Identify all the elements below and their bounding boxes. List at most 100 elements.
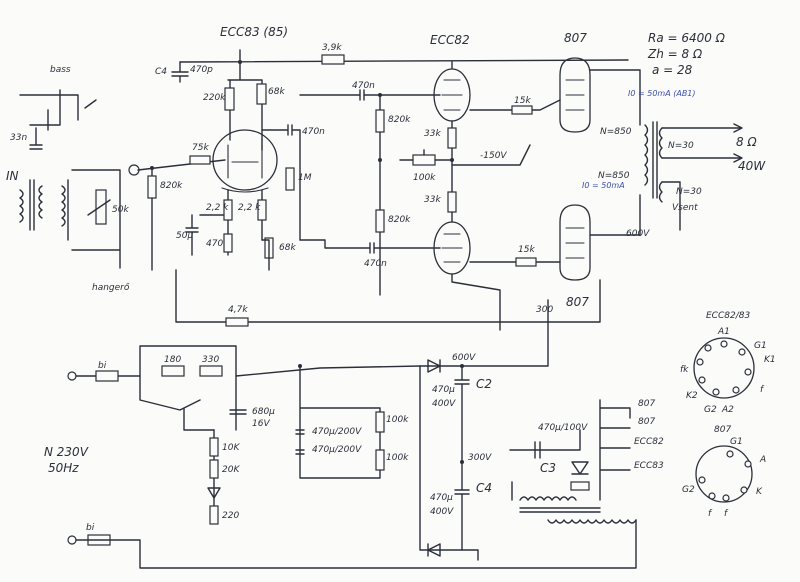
- resistor-20k: [209, 459, 219, 479]
- plate-load-wires: [227, 61, 263, 141]
- schematic-label: 330: [202, 355, 219, 365]
- mains-terminal-1: [67, 371, 77, 381]
- 807-bottom-electrodes: [565, 227, 585, 259]
- schematic-label: ECC82/83: [706, 311, 750, 321]
- schematic-label: 4,7k: [228, 305, 248, 315]
- schematic-label: 680µ: [252, 407, 275, 417]
- schematic-label: 10K: [222, 443, 240, 453]
- schematic-label: 807: [638, 417, 655, 427]
- heater-list-wires: [599, 399, 631, 501]
- volume-wires: [71, 169, 121, 269]
- spec-zh: Zh = 8 Ω: [647, 47, 703, 61]
- schematic-label: f: [708, 509, 713, 519]
- bplus-rail: [179, 59, 629, 63]
- schematic-label: K1: [764, 355, 776, 365]
- pinout-ecc-pins: [696, 340, 752, 396]
- tube-label-807-top: 807: [564, 31, 587, 45]
- schematic-label: 33n: [10, 133, 27, 143]
- resistor-33k-a: [447, 127, 457, 149]
- schematic-label: fk: [680, 365, 689, 375]
- resistor-1m: [285, 167, 295, 191]
- resistor-470: [223, 233, 233, 253]
- cap-50u: [185, 214, 199, 256]
- schematic-label: 220: [222, 511, 239, 521]
- tube-label-ecc83: ECC83 (85): [220, 25, 288, 39]
- cap-680u: [229, 409, 247, 415]
- schematic-label: Vsent: [672, 203, 698, 213]
- spec-a: a = 28: [652, 63, 693, 77]
- schematic-label: 3,9k: [322, 43, 342, 53]
- mains-primary: [547, 519, 637, 524]
- schematic-label: ECC83: [634, 461, 664, 471]
- schematic-label: 50k: [112, 205, 129, 215]
- pinout-ecc82-83: [693, 337, 755, 399]
- schematic-label: bi: [98, 361, 107, 371]
- tube-ecc83: [212, 129, 278, 191]
- cap-470n-a: [261, 124, 301, 241]
- schematic-label: 300: [536, 305, 553, 315]
- reservoir-caps: [454, 365, 470, 551]
- resistor-15k-a: [511, 105, 533, 115]
- schematic-label: 2,2 k: [206, 203, 229, 213]
- 807-top-electrodes: [565, 79, 585, 111]
- schematic-label: 68k: [279, 243, 296, 253]
- schematic-label: 15k: [518, 245, 535, 255]
- schematic-label: hangerő: [92, 283, 130, 293]
- schematic-label: IN: [6, 169, 19, 183]
- cap-c3: [509, 429, 581, 459]
- resistor-180: [161, 365, 185, 377]
- schematic-label: 470n: [302, 127, 325, 137]
- schematic-label: 68k: [268, 87, 285, 97]
- schematic-label: 50µ: [176, 231, 193, 241]
- schematic-label: 470µ: [430, 493, 453, 503]
- cap-470n-b: [299, 89, 441, 101]
- heater-core: [519, 507, 601, 513]
- schematic-label: K2: [686, 391, 698, 401]
- ot-core: [652, 121, 658, 199]
- schematic-label: 8 Ω: [736, 135, 757, 149]
- cathode-tail: [261, 239, 270, 271]
- schematic-label: C3: [540, 461, 556, 475]
- schematic-label: 50Hz: [48, 461, 79, 475]
- ecc83-electrodes: [221, 144, 269, 193]
- ot-secondary-wires: [661, 127, 741, 231]
- heater-secondary: [511, 481, 577, 501]
- input-transformer-1: [19, 179, 43, 231]
- schematic-label: 40W: [738, 159, 766, 173]
- schematic-label: 600V: [626, 229, 650, 239]
- schematic-label: 75k: [192, 143, 209, 153]
- schematic-label: f: [724, 509, 729, 519]
- schematic-label: 470n: [364, 259, 387, 269]
- schematic-label: 600V: [452, 353, 476, 363]
- schematic-label: G1: [730, 437, 743, 447]
- schematic-label: 1M: [298, 173, 312, 183]
- schematic-label: 820k: [160, 181, 183, 191]
- schematic-label: N=30: [676, 187, 702, 197]
- splitter-wires: [451, 61, 501, 331]
- volume-wiper: [87, 199, 111, 216]
- spec-idle-2: I0 = 50mA: [582, 181, 625, 190]
- bridge-block: [570, 481, 590, 491]
- schematic-label: 470µ/200V: [312, 445, 362, 455]
- tube-label-807-bottom: 807: [566, 295, 589, 309]
- resistor-820k-c: [375, 209, 385, 233]
- cap-470u-200: [295, 429, 305, 455]
- schematic-label: -150V: [480, 151, 507, 161]
- resistor-100k-a: [375, 411, 385, 433]
- schematic-label: 300V: [468, 453, 492, 463]
- schematic-label: 820k: [388, 115, 411, 125]
- schematic-label: bi: [86, 523, 95, 533]
- spec-idle: I0 = 50mA (AB1): [628, 89, 696, 98]
- resistor-2k2-a: [223, 199, 233, 221]
- schematic-label: f: [760, 385, 765, 395]
- resistor-75k: [189, 155, 211, 165]
- schematic-label: A: [759, 455, 766, 465]
- schematic-label: 15k: [514, 96, 531, 106]
- schematic-label: 470: [206, 239, 223, 249]
- schematic-label: 2,2 k: [238, 203, 261, 213]
- schematic-label: 807: [714, 425, 731, 435]
- schematic-label: A2: [721, 405, 734, 415]
- schematic-label: A1: [717, 327, 730, 337]
- mains-terminal-2: [67, 535, 77, 545]
